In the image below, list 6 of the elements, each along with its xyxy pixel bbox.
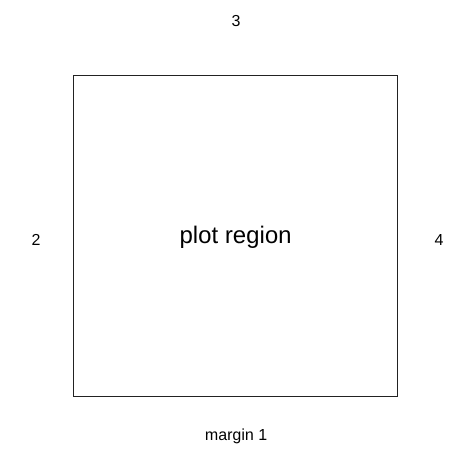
- margin-label: 2: [32, 232, 40, 250]
- margin-label: 3: [232, 13, 240, 31]
- plot-region-box: [73, 75, 398, 397]
- margin-label: 4: [434, 232, 444, 250]
- region-label: plot region: [179, 222, 292, 250]
- margin-label: margin 1: [204, 427, 268, 445]
